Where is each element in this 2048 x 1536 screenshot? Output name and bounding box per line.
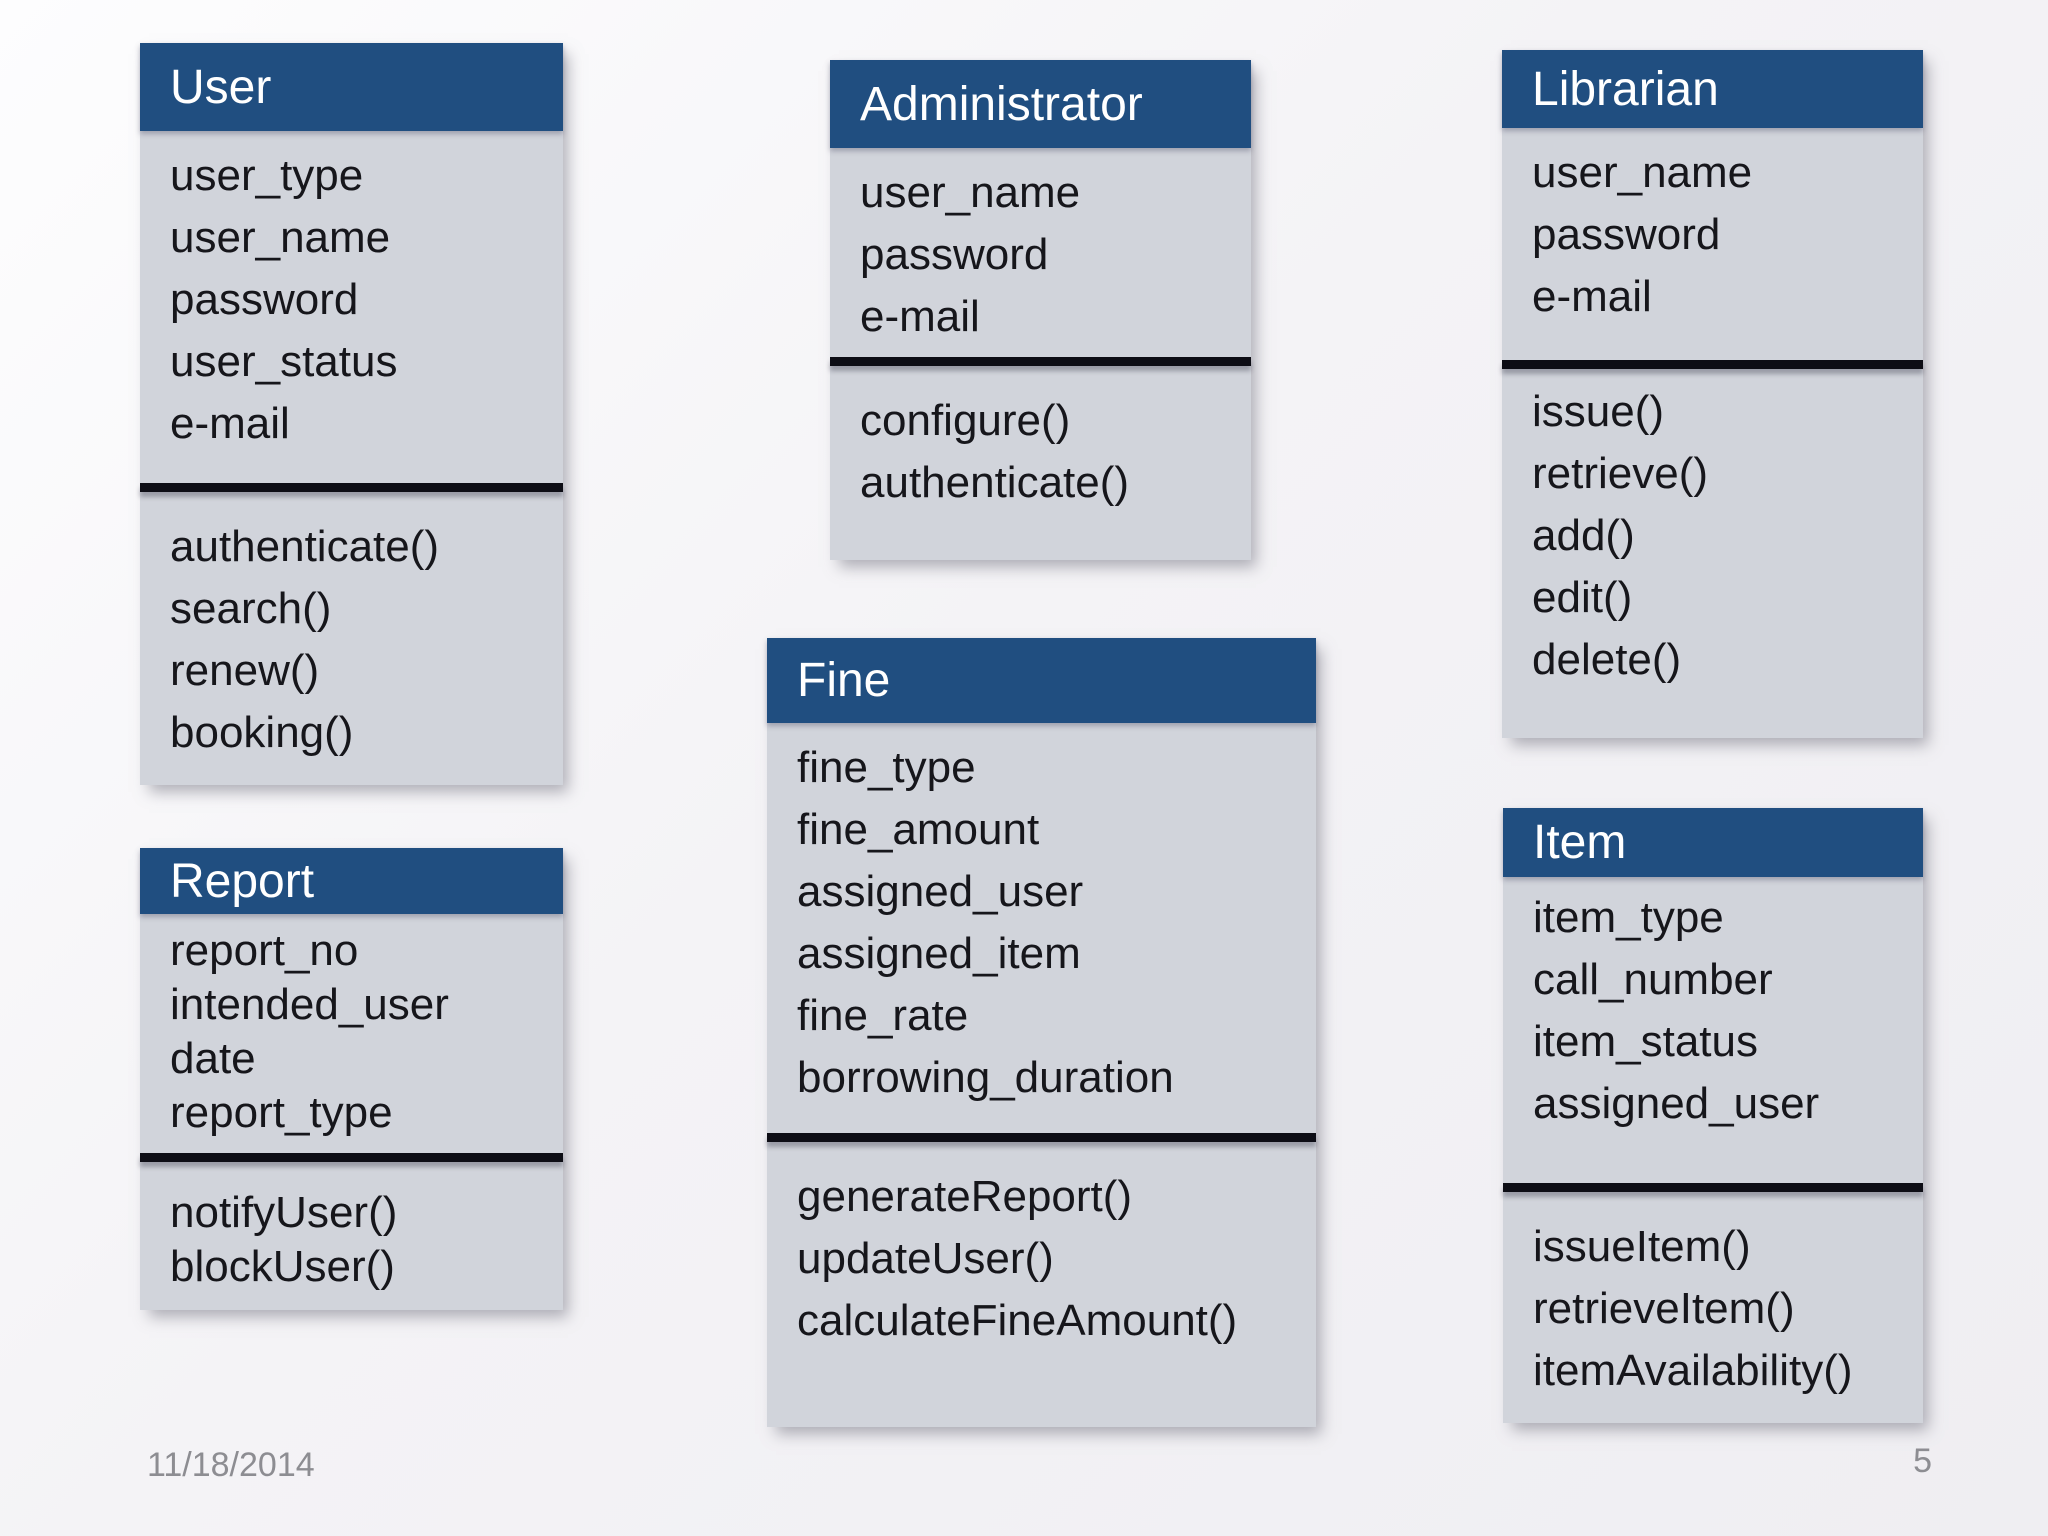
class-title: Report — [140, 848, 563, 914]
attribute-label: password — [170, 275, 359, 324]
method-label: notifyUser() — [170, 1188, 398, 1237]
attribute-label: fine_amount — [797, 805, 1040, 854]
class-box-librarian: Librarian user_name password e-mail issue(… — [1502, 50, 1923, 738]
attribute-label: assigned_item — [797, 929, 1081, 978]
class-box-user: User user_type user_name password user_stat… — [140, 43, 563, 785]
attribute-label: date — [170, 1034, 256, 1083]
attribute-label: assigned_user — [797, 867, 1084, 916]
attributes-section: user_name password e-mail — [1502, 128, 1923, 360]
method-label: updateUser() — [797, 1234, 1054, 1283]
separator-line — [1502, 360, 1923, 369]
attribute-label: user_status — [170, 337, 398, 386]
attributes-section: user_name password e-mail — [830, 148, 1251, 357]
attribute-label: user_type — [170, 151, 364, 200]
attribute-label: password — [860, 230, 1049, 279]
class-title: Item — [1503, 808, 1923, 877]
method-label: calculateFineAmount() — [797, 1296, 1238, 1345]
method-label: delete() — [1532, 635, 1682, 684]
attribute-label: e-mail — [170, 399, 290, 448]
class-title: Administrator — [830, 60, 1251, 148]
attributes-section: item_type call_number item_status assigned_… — [1503, 877, 1923, 1183]
attribute-label: report_type — [170, 1088, 393, 1137]
class-title: User — [140, 43, 563, 131]
attribute-label: intended_user — [170, 980, 449, 1029]
class-box-administrator: Administrator user_name password e-mail co… — [830, 60, 1251, 560]
attributes-section: user_type user_name password user_status e-m… — [140, 131, 563, 483]
page-number: 5 — [1913, 1442, 1932, 1480]
class-title: Fine — [767, 638, 1316, 723]
method-label: retrieve() — [1532, 449, 1709, 498]
attribute-label: e-mail — [860, 292, 980, 341]
attribute-label: item_status — [1533, 1017, 1758, 1066]
attribute-label: user_name — [1532, 148, 1753, 197]
footer-date: 11/18/2014 — [147, 1446, 315, 1484]
methods-section: authenticate() search() renew() booking() — [140, 492, 563, 785]
attribute-label: user_name — [860, 168, 1081, 217]
attribute-label: fine_type — [797, 743, 976, 792]
separator-line — [1503, 1183, 1923, 1192]
method-label: authenticate() — [860, 458, 1130, 507]
method-label: booking() — [170, 708, 354, 757]
attribute-label: report_no — [170, 926, 359, 975]
methods-section: notifyUser() blockUser() — [140, 1162, 563, 1310]
method-label: add() — [1532, 511, 1635, 560]
separator-line — [830, 357, 1251, 366]
method-label: issueItem() — [1533, 1222, 1751, 1271]
method-label: search() — [170, 584, 332, 633]
methods-section: generateReport() updateUser() calculateFin… — [767, 1142, 1316, 1427]
attribute-label: assigned_user — [1533, 1079, 1820, 1128]
methods-section: configure() authenticate() — [830, 366, 1251, 560]
attribute-label: call_number — [1533, 955, 1773, 1004]
separator-line — [767, 1133, 1316, 1142]
separator-line — [140, 1153, 563, 1162]
method-label: authenticate() — [170, 522, 440, 571]
method-label: retrieveItem() — [1533, 1284, 1795, 1333]
method-label: edit() — [1532, 573, 1633, 622]
attribute-label: user_name — [170, 213, 391, 262]
separator-line — [140, 483, 563, 492]
class-title: Librarian — [1502, 50, 1923, 128]
method-label: itemAvailability() — [1533, 1346, 1853, 1395]
methods-section: issue() retrieve() add() edit() delete() — [1502, 369, 1923, 738]
method-label: configure() — [860, 396, 1071, 445]
methods-section: issueItem() retrieveItem() itemAvailabilit… — [1503, 1192, 1923, 1423]
attribute-label: borrowing_duration — [797, 1053, 1174, 1102]
attribute-label: password — [1532, 210, 1721, 259]
method-label: blockUser() — [170, 1242, 395, 1291]
method-label: generateReport() — [797, 1172, 1133, 1221]
attribute-label: fine_rate — [797, 991, 969, 1040]
method-label: renew() — [170, 646, 320, 695]
attribute-label: e-mail — [1532, 272, 1652, 321]
attribute-label: item_type — [1533, 893, 1724, 942]
method-label: issue() — [1532, 387, 1665, 436]
